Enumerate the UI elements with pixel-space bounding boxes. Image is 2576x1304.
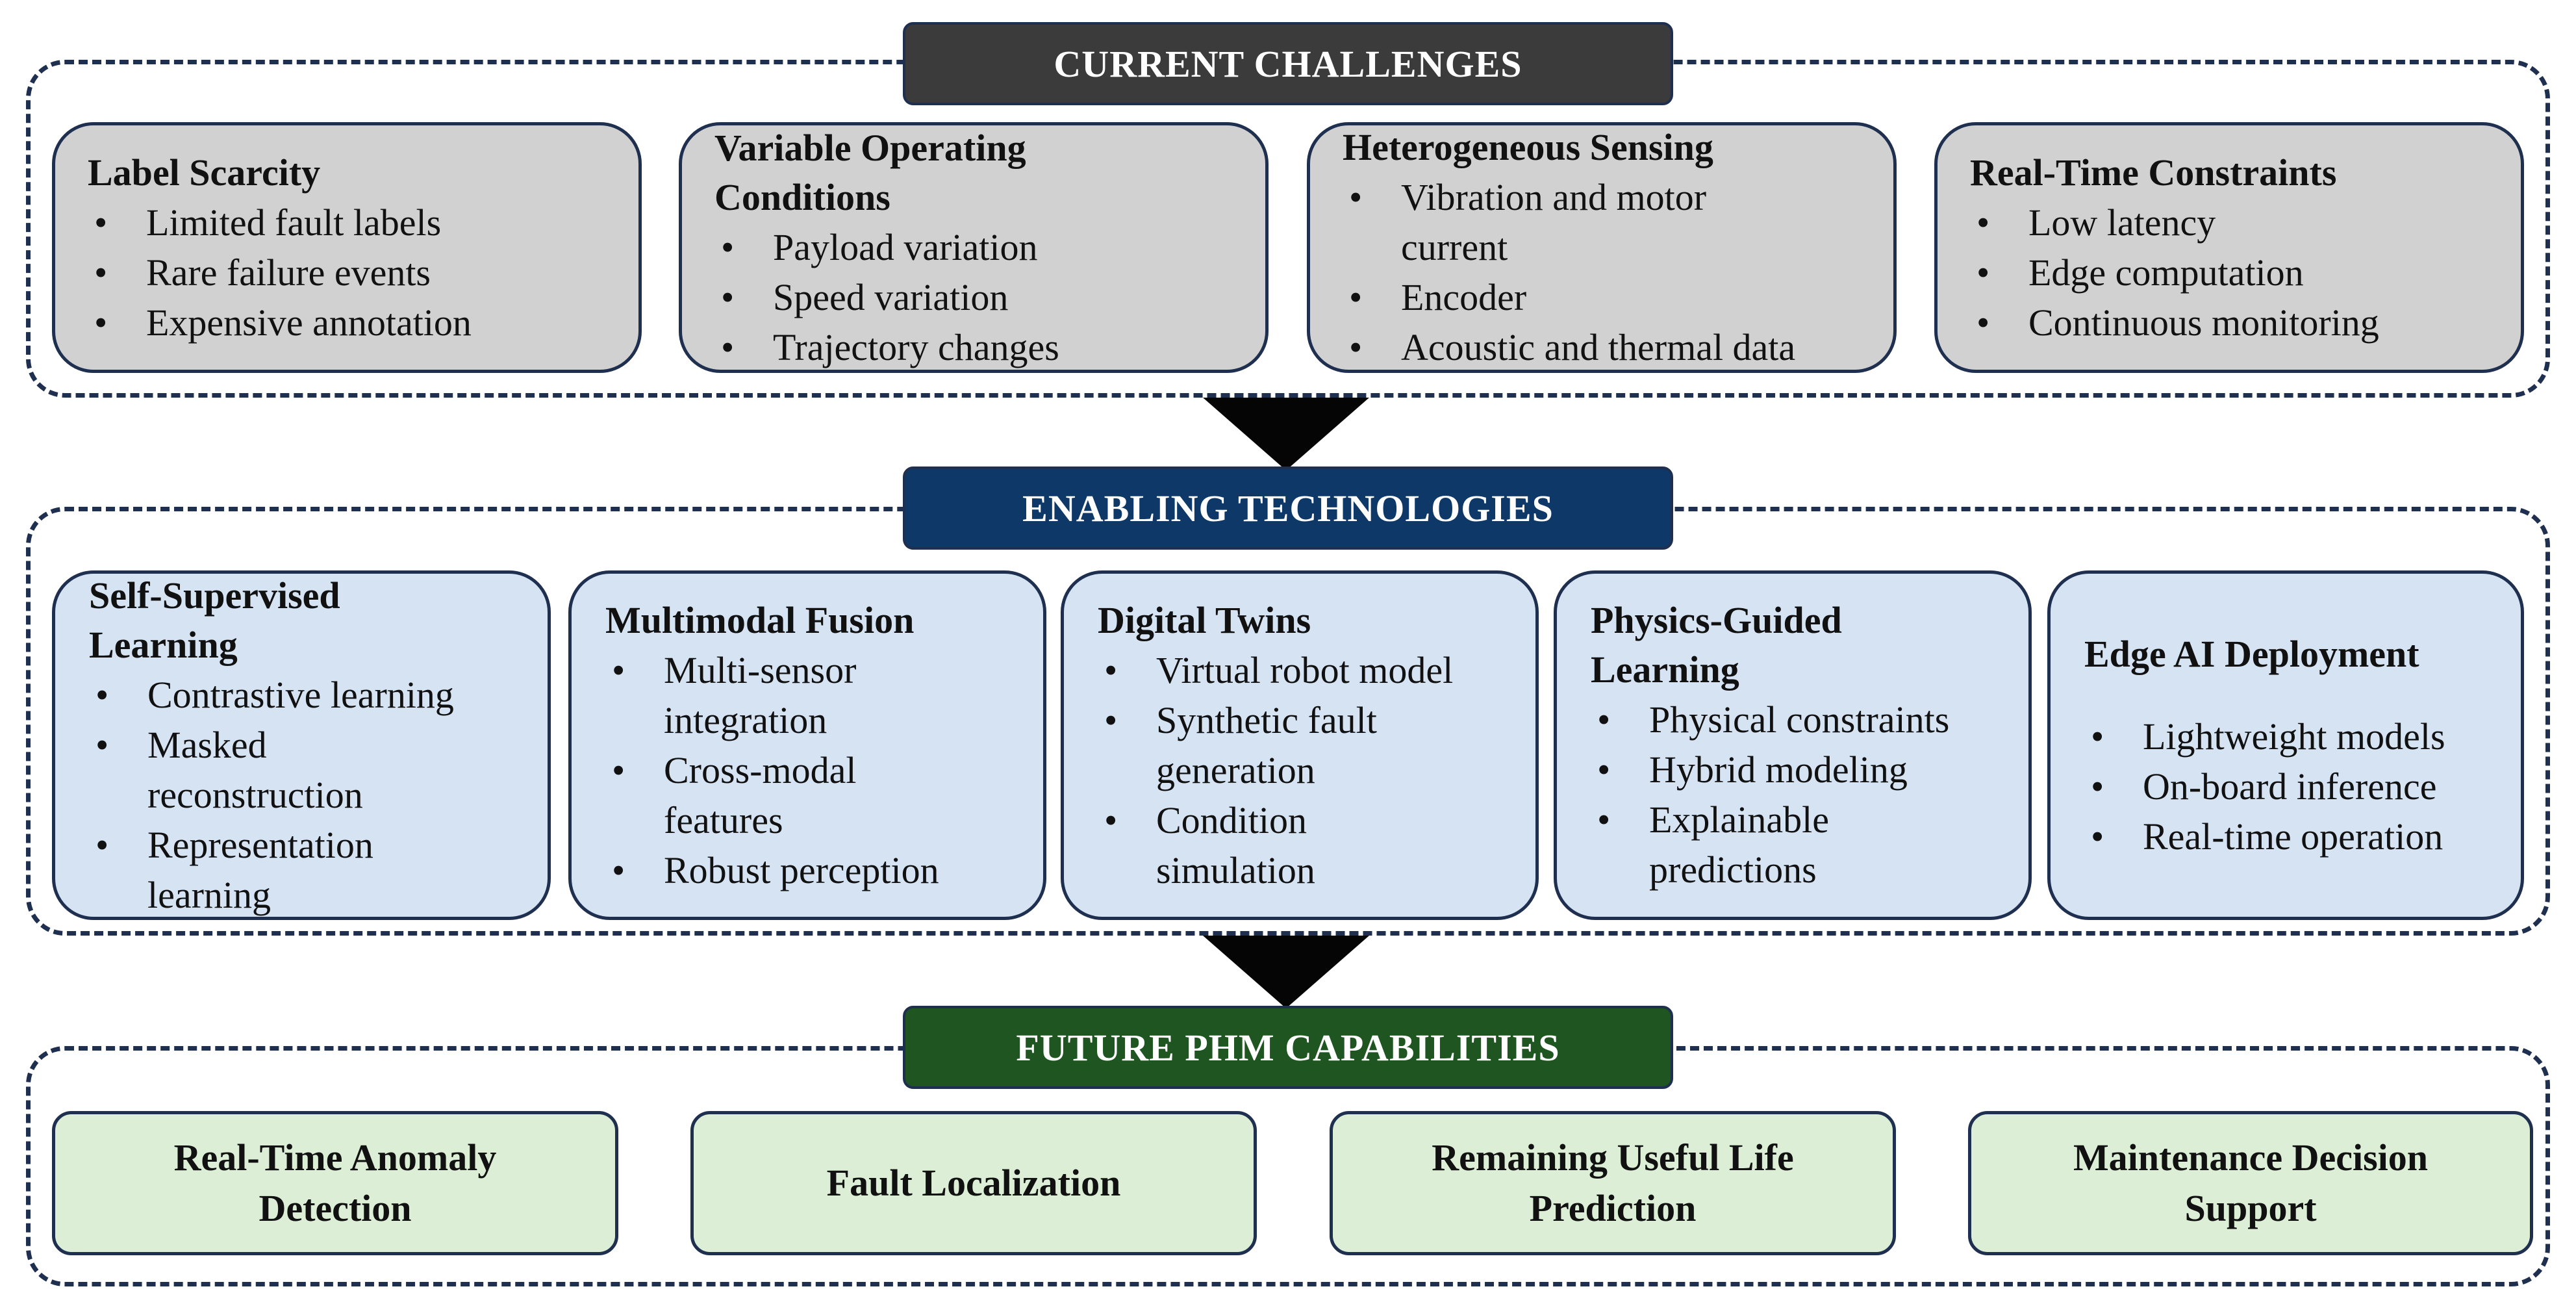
card-title: Remaining Useful Life Prediction xyxy=(1432,1136,1794,1229)
list-item: Expensive annotation xyxy=(88,298,619,348)
card-list: Vibration and motor current Encoder Acou… xyxy=(1343,172,1874,372)
list-item: Speed variation xyxy=(714,272,1246,322)
list-item: Real-time operation xyxy=(2084,812,2503,862)
technology-card-digital-twins: Digital Twins Virtual robot model Synthe… xyxy=(1061,570,1539,920)
challenge-card-variable-operating-conditions: Variable Operating Conditions Payload va… xyxy=(679,122,1269,373)
card-list: Low latency Edge computation Continuous … xyxy=(1970,198,2501,348)
technology-card-self-supervised-learning: Self-Supervised Learning Contrastive lea… xyxy=(52,570,551,920)
card-title: Real-Time Anomaly Detection xyxy=(173,1136,497,1229)
card-title: Heterogeneous Sensing xyxy=(1343,126,1713,168)
card-list: Contrastive learning Masked reconstructi… xyxy=(89,670,529,920)
list-item: Acoustic and thermal data xyxy=(1343,322,1887,372)
challenges-header: CURRENT CHALLENGES xyxy=(903,22,1673,105)
card-list: Limited fault labels Rare failure events… xyxy=(88,198,619,348)
down-arrow-icon xyxy=(1203,936,1369,1008)
list-item: Condition simulation xyxy=(1098,795,1465,895)
card-title: Multimodal Fusion xyxy=(605,598,915,641)
card-title: Digital Twins xyxy=(1098,598,1311,641)
challenge-card-heterogeneous-sensing: Heterogeneous Sensing Vibration and moto… xyxy=(1307,122,1897,373)
list-item: Cross-modal features xyxy=(605,745,973,845)
card-title: Maintenance Decision Support xyxy=(2073,1136,2429,1229)
card-list: Virtual robot model Synthetic fault gene… xyxy=(1098,645,1517,895)
list-item: Trajectory changes xyxy=(714,322,1246,372)
card-title: Variable Operating Conditions xyxy=(714,126,1026,218)
list-item: Edge computation xyxy=(1970,248,2501,298)
list-item: Rare failure events xyxy=(88,248,619,298)
list-item: Masked reconstruction xyxy=(89,720,451,820)
list-item: Explainable predictions xyxy=(1591,795,1932,895)
list-item: On-board inference xyxy=(2084,761,2503,812)
card-list: Physical constraints Hybrid modeling Exp… xyxy=(1591,695,2010,895)
card-title: Physics-Guided Learning xyxy=(1591,599,1842,691)
card-title: Real-Time Constraints xyxy=(1970,151,2337,194)
spacer xyxy=(2084,679,2503,711)
list-item: Virtual robot model xyxy=(1098,645,1517,695)
list-item: Multi-sensor integration xyxy=(605,645,973,745)
capability-card-fault-localization: Fault Localization xyxy=(690,1111,1257,1255)
technology-card-edge-ai-deployment: Edge AI Deployment Lightweight models On… xyxy=(2047,570,2524,920)
challenge-card-real-time-constraints: Real-Time Constraints Low latency Edge c… xyxy=(1934,122,2524,373)
list-item: Contrastive learning xyxy=(89,670,490,720)
card-title: Edge AI Deployment xyxy=(2084,632,2419,675)
list-item: Lightweight models xyxy=(2084,711,2503,761)
list-item: Representation learning xyxy=(89,820,490,920)
list-item: Hybrid modeling xyxy=(1591,745,1932,795)
card-list: Payload variation Speed variation Trajec… xyxy=(714,222,1246,372)
card-title: Label Scarcity xyxy=(88,151,321,194)
list-item: Continuous monitoring xyxy=(1970,298,2501,348)
list-item: Encoder xyxy=(1343,272,1796,322)
card-list: Multi-sensor integration Cross-modal fea… xyxy=(605,645,1025,895)
list-item: Synthetic fault generation xyxy=(1098,695,1465,795)
list-item: Limited fault labels xyxy=(88,198,619,248)
technology-card-multimodal-fusion: Multimodal Fusion Multi-sensor integrati… xyxy=(568,570,1046,920)
card-title: Fault Localization xyxy=(826,1162,1121,1204)
down-arrow-icon xyxy=(1203,398,1369,470)
challenge-card-label-scarcity: Label Scarcity Limited fault labels Rare… xyxy=(52,122,642,373)
technology-card-physics-guided-learning: Physics-Guided Learning Physical constra… xyxy=(1554,570,2032,920)
capabilities-header: FUTURE PHM CAPABILITIES xyxy=(903,1006,1673,1089)
card-title: Self-Supervised Learning xyxy=(89,574,340,666)
capability-card-maintenance-decision-support: Maintenance Decision Support xyxy=(1968,1111,2533,1255)
list-item: Low latency xyxy=(1970,198,2501,248)
technologies-header: ENABLING TECHNOLOGIES xyxy=(903,467,1673,550)
capability-card-anomaly-detection: Real-Time Anomaly Detection xyxy=(52,1111,618,1255)
capability-card-remaining-useful-life: Remaining Useful Life Prediction xyxy=(1330,1111,1896,1255)
list-item: Robust perception xyxy=(605,845,1025,895)
list-item: Payload variation xyxy=(714,222,1246,272)
card-list: Lightweight models On-board inference Re… xyxy=(2084,711,2503,862)
list-item: Vibration and motor current xyxy=(1343,172,1796,272)
list-item: Physical constraints xyxy=(1591,695,2010,745)
